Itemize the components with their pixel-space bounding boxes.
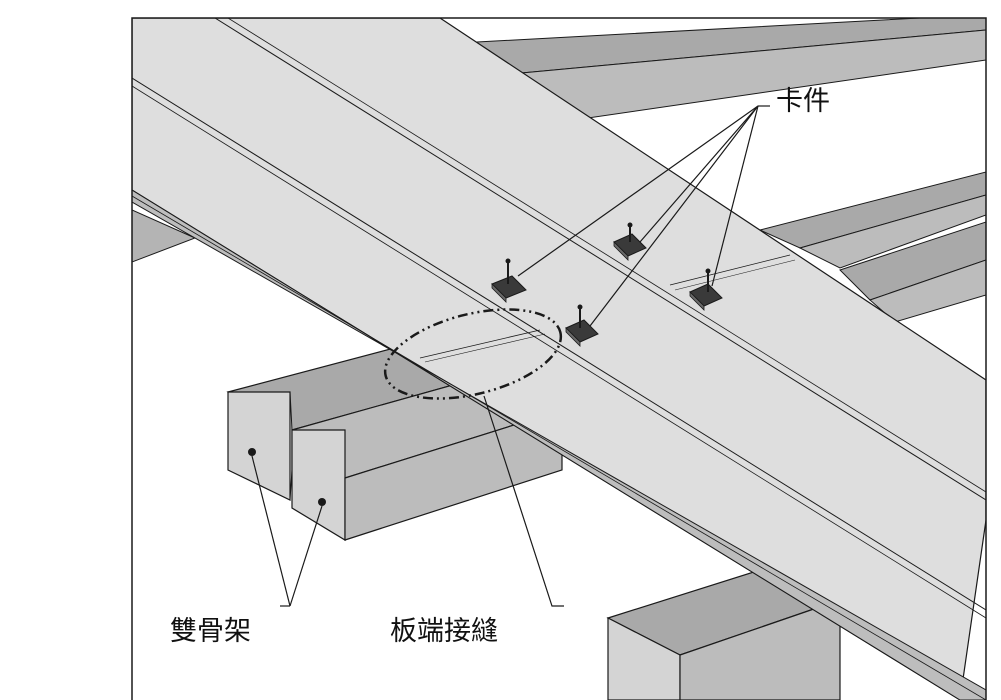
double-joist-leader-lines <box>251 455 323 607</box>
right-joists <box>758 171 986 323</box>
clip-label: 卡件 <box>776 86 830 117</box>
seam-leader-line <box>483 395 564 607</box>
joist-marker-dot <box>248 448 256 456</box>
deck-clip <box>689 268 723 311</box>
left-joist <box>132 209 197 263</box>
joist-marker-dot <box>318 498 326 506</box>
deck-board <box>132 18 986 700</box>
deck-clip <box>491 258 527 303</box>
clip-leader-lines <box>517 105 770 327</box>
deck-clip <box>565 304 599 347</box>
figure-frame <box>131 17 987 700</box>
double-joist-label: 雙骨架 <box>170 616 251 647</box>
deck-clip <box>613 222 647 261</box>
bottom-joist <box>606 569 842 700</box>
double-joist-front <box>226 327 563 542</box>
seam-highlight-ellipse <box>383 308 563 400</box>
board-end-seam-label: 板端接縫 <box>390 616 498 647</box>
